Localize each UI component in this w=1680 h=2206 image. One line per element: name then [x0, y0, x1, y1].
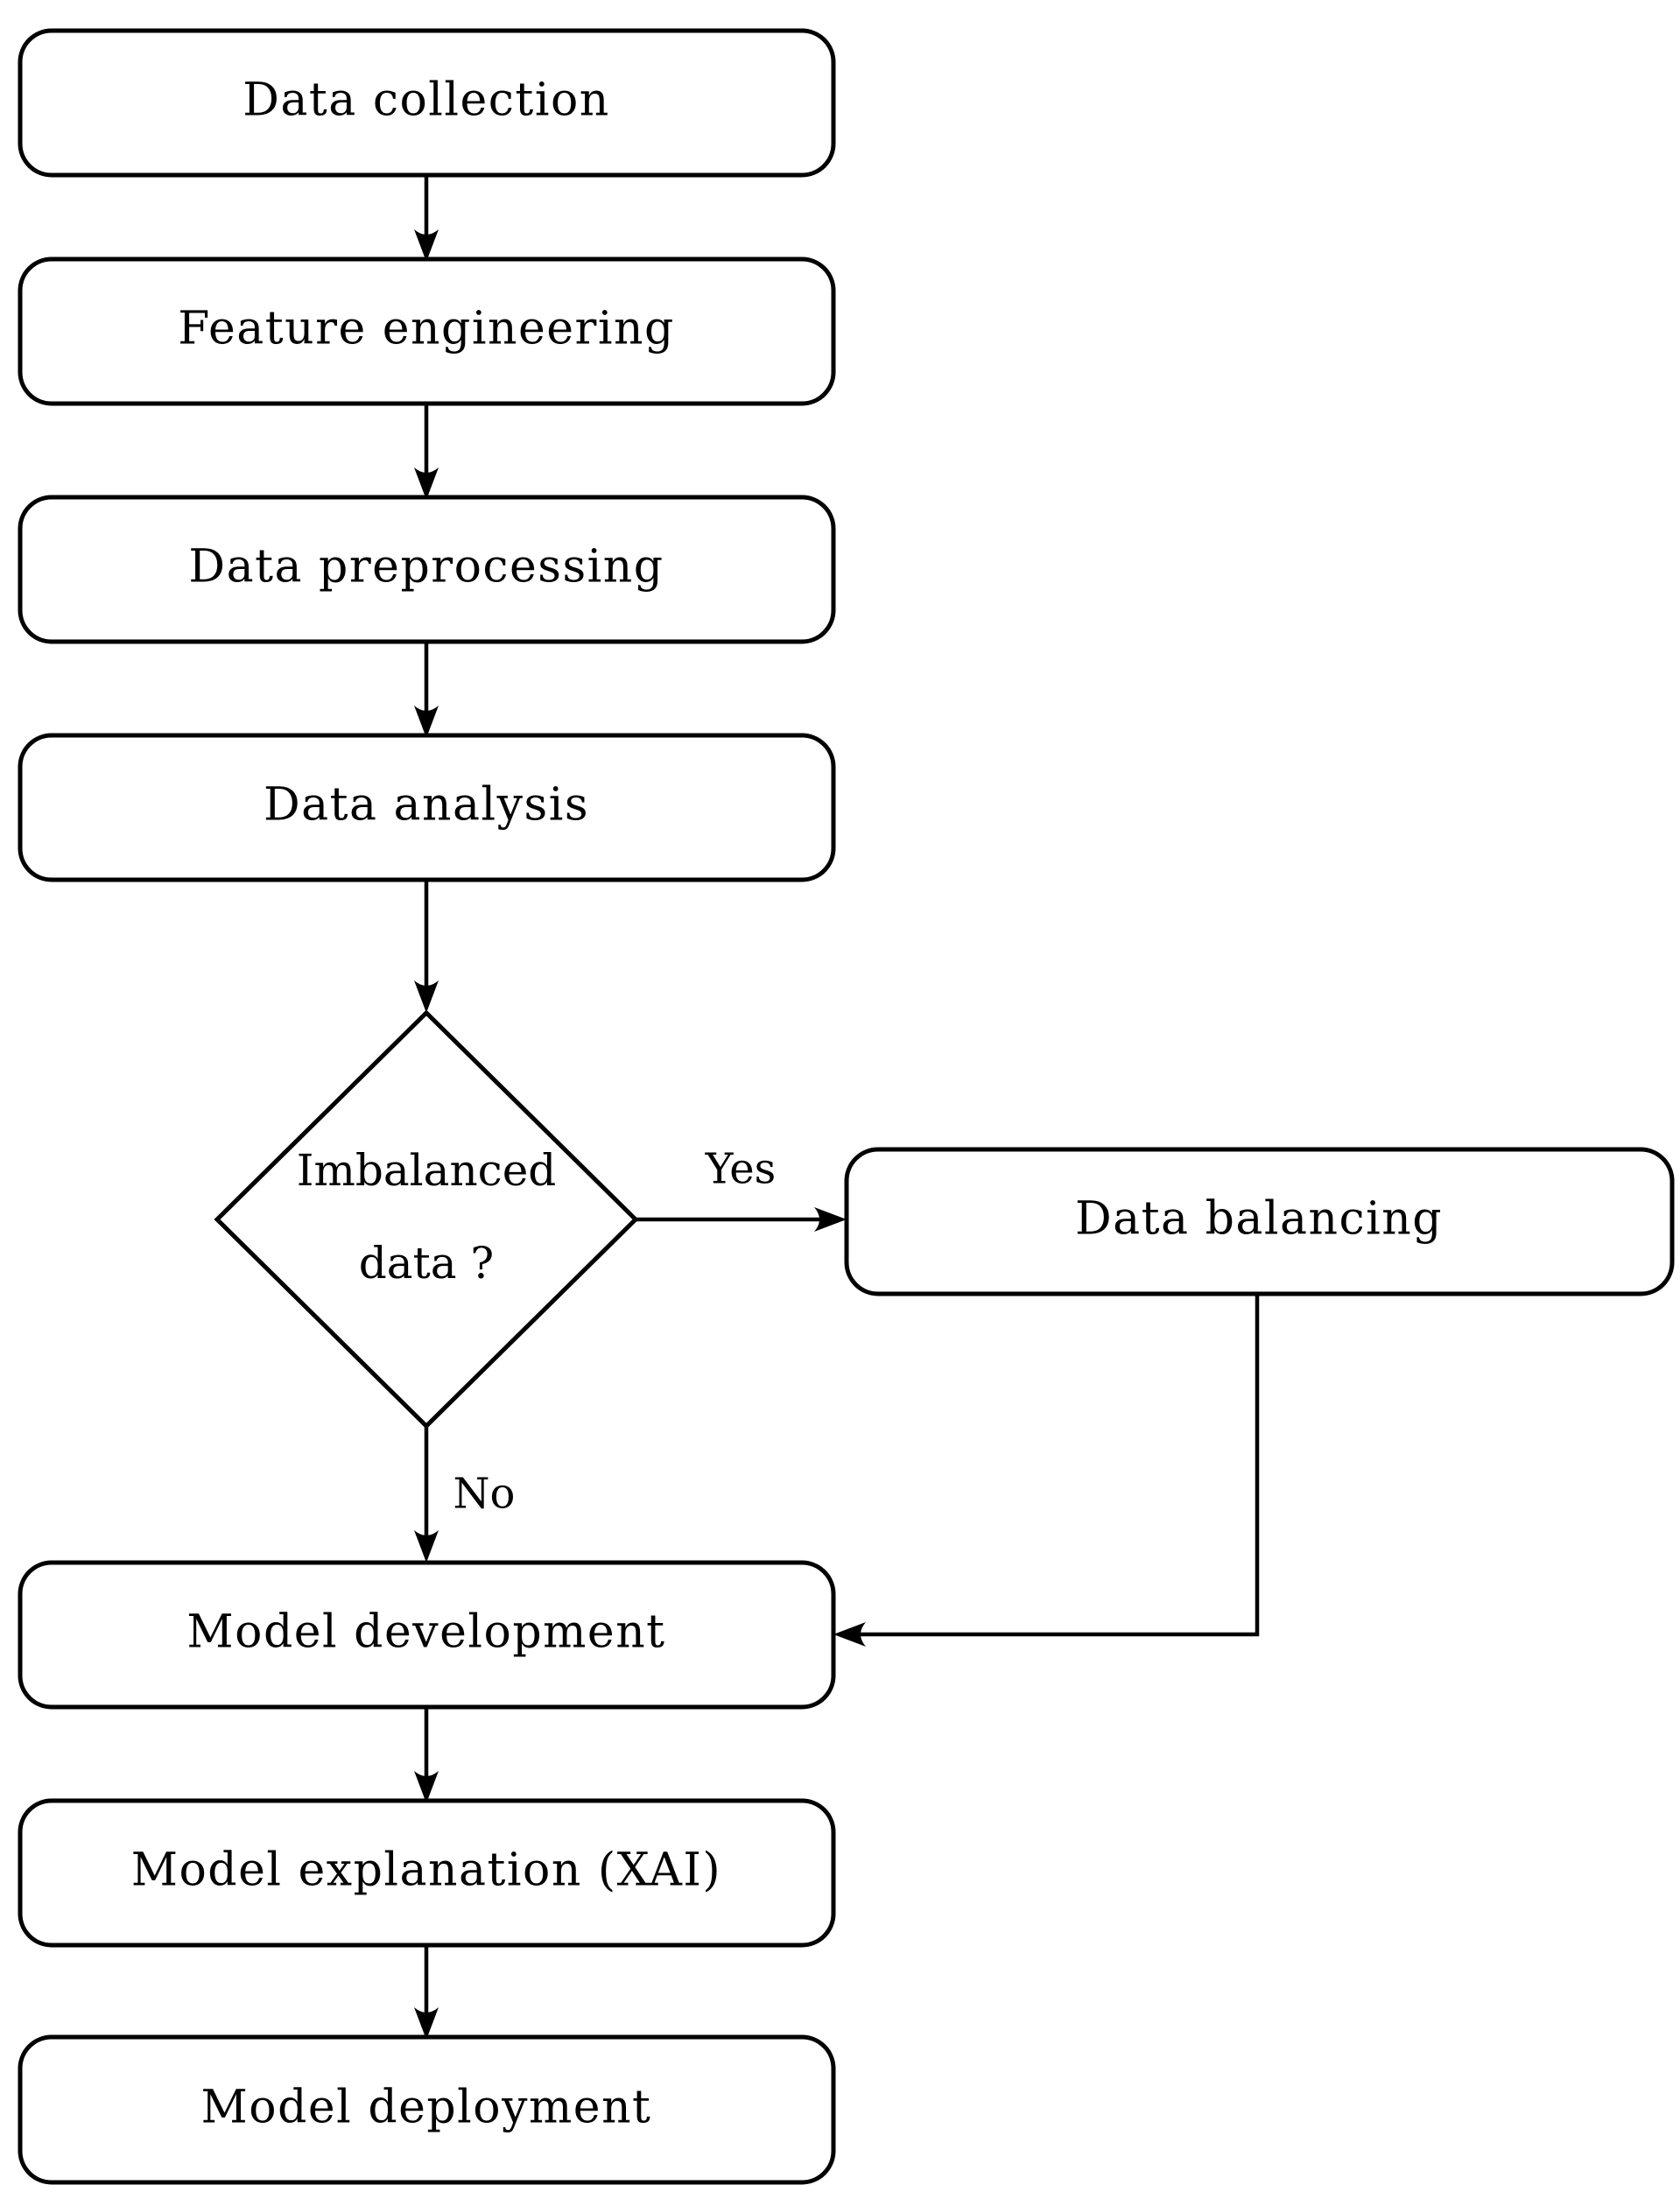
node-label: Data preprocessing [188, 541, 664, 594]
arrowhead-icon [414, 229, 439, 262]
node-imbalanced-data-decision[interactable]: Imbalanced data ? [214, 1009, 639, 1430]
edge-imbalanced-data-to-model-development: No [414, 1426, 515, 1563]
node-box[interactable] [844, 1147, 1675, 1296]
node-box[interactable] [18, 1560, 836, 1710]
edge-model-development-to-model-explanation [414, 1707, 439, 1803]
node-feature-engineering[interactable]: Feature engineering [18, 256, 836, 406]
edge-data-balancing-to-model-development [833, 1294, 1260, 1647]
node-label: Model development [186, 1606, 665, 1659]
node-label: Model explanation (XAI) [131, 1844, 721, 1897]
decision-diamond[interactable] [214, 1009, 639, 1430]
arrowhead-icon [414, 1530, 439, 1563]
node-label: Data collection [243, 74, 610, 127]
node-label: Data balancing [1075, 1193, 1443, 1246]
node-data-analysis[interactable]: Data analysis [18, 733, 836, 882]
node-label: Model deployment [201, 2082, 652, 2134]
decision-label-line2: data ? [359, 1238, 494, 1289]
node-data-preprocessing[interactable]: Data preprocessing [18, 495, 836, 644]
arrowhead-icon [414, 980, 439, 1013]
node-box[interactable] [18, 495, 836, 644]
edge-label-yes: Yes [705, 1145, 777, 1194]
node-box[interactable] [18, 733, 836, 882]
arrowhead-icon [414, 2007, 439, 2040]
node-label: Data analysis [264, 779, 589, 832]
node-model-development[interactable]: Model development [18, 1560, 836, 1710]
decision-label-line1: Imbalanced [297, 1145, 557, 1196]
edge-feature-engineering-to-data-preprocessing [414, 404, 439, 500]
node-box[interactable] [18, 28, 836, 178]
arrowhead-icon [833, 1622, 866, 1647]
edge-imbalanced-data-to-data-balancing: Yes [636, 1145, 847, 1232]
node-label: Feature engineering [178, 303, 675, 355]
node-box[interactable] [18, 256, 836, 406]
edge-data-collection-to-feature-engineering [414, 175, 439, 262]
arrowhead-icon [414, 706, 439, 738]
arrowhead-icon [414, 467, 439, 500]
node-model-deployment[interactable]: Model deployment [18, 2034, 836, 2185]
node-model-explanation[interactable]: Model explanation (XAI) [18, 1798, 836, 1948]
node-box[interactable] [18, 2034, 836, 2185]
arrowhead-icon [814, 1207, 847, 1232]
edge-model-explanation-to-model-deployment [414, 1945, 439, 2040]
edge-data-analysis-to-imbalanced-data [414, 880, 439, 1013]
edge-data-preprocessing-to-data-analysis [414, 642, 439, 738]
edge-line [843, 1294, 1260, 1637]
node-box[interactable] [18, 1798, 836, 1948]
node-data-collection[interactable]: Data collection [18, 28, 836, 178]
edge-label-no: No [453, 1470, 516, 1519]
node-data-balancing[interactable]: Data balancing [844, 1147, 1675, 1296]
arrowhead-icon [414, 1771, 439, 1803]
